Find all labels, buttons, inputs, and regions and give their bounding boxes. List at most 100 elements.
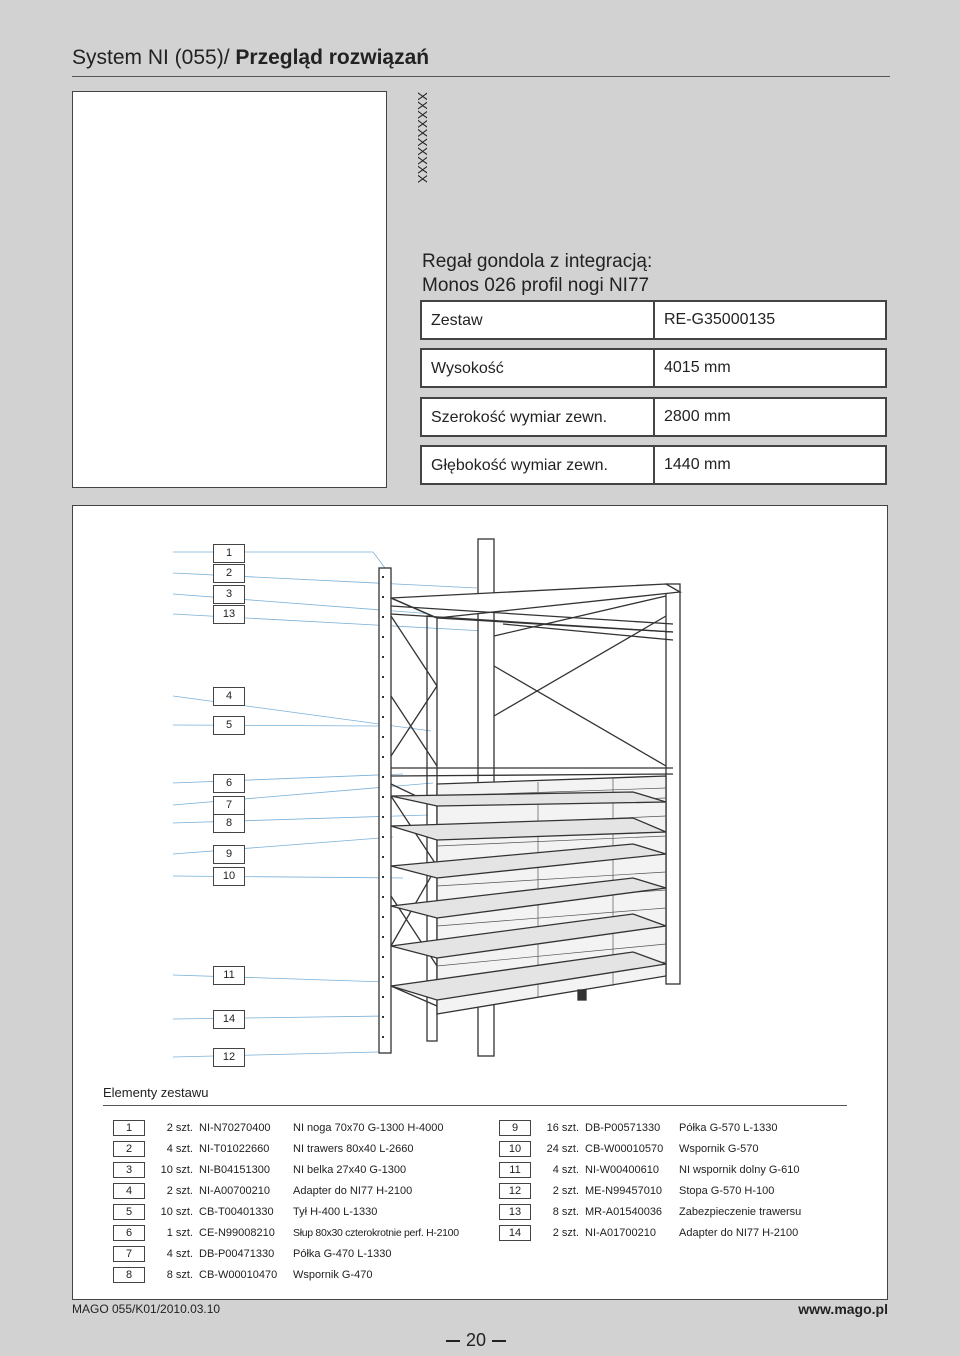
element-row: 7 4 szt. DB-P00471330 Półka G-470 L-1330 [113,1246,493,1262]
element-description: Półka G-570 L-1330 [679,1122,778,1134]
element-quantity: 10 szt. [160,1164,193,1176]
spec-value: 1440 mm [653,447,731,483]
element-quantity: 16 szt. [546,1122,579,1134]
element-code: NI-B04151300 [199,1164,270,1176]
element-description: NI noga 70x70 G-1300 H-4000 [293,1122,444,1134]
element-quantity: 10 szt. [160,1206,193,1218]
element-description: Zabezpieczenie trawersu [679,1206,802,1218]
page-number: 20 [440,1330,512,1351]
element-code: NI-T01022660 [199,1143,270,1155]
element-quantity: 4 szt. [166,1143,193,1155]
website-link[interactable]: www.mago.pl [798,1301,888,1317]
element-code: DB-P00571330 [585,1122,661,1134]
element-code: NI-A01700210 [585,1227,656,1239]
element-number: 5 [113,1204,145,1220]
element-row: 11 4 szt. NI-W00400610 NI wspornik dolny… [499,1162,859,1178]
element-number: 9 [499,1120,531,1136]
element-number: 8 [113,1267,145,1283]
elements-divider [103,1105,847,1106]
element-number: 2 [113,1141,145,1157]
element-row: 3 10 szt. NI-B04151300 NI belka 27x40 G-… [113,1162,493,1178]
element-quantity: 4 szt. [166,1248,193,1260]
callout-2: 2 [213,564,245,583]
callout-1: 1 [213,544,245,563]
element-description: Słup 80x30 czterokrotnie perf. H-2100 [293,1227,459,1239]
element-number: 6 [113,1225,145,1241]
element-row: 10 24 szt. CB-W00010570 Wspornik G-570 [499,1141,859,1157]
element-row: 13 8 szt. MR-A01540036 Zabezpieczenie tr… [499,1204,859,1220]
element-quantity: 24 szt. [546,1143,579,1155]
element-number: 4 [113,1183,145,1199]
callout-4: 4 [213,687,245,706]
spec-row-height: Wysokość 4015 mm [420,348,887,388]
element-quantity: 4 szt. [552,1164,579,1176]
element-description: Adapter do NI77 H-2100 [679,1227,799,1239]
callout-14: 14 [213,1010,245,1029]
element-code: NI-N70270400 [199,1122,271,1134]
callout-5: 5 [213,716,245,735]
callout-10: 10 [213,867,245,886]
spec-label: Głębokość wymiar zewn. [431,457,608,474]
element-description: NI trawers 80x40 L-2660 [293,1143,414,1155]
element-quantity: 2 szt. [166,1122,193,1134]
element-description: Wspornik G-570 [679,1143,759,1155]
element-quantity: 2 szt. [166,1185,193,1197]
element-quantity: 1 szt. [166,1227,193,1239]
page-title-system: System NI (055)/ [72,46,236,69]
spec-value: RE-G35000135 [653,302,775,338]
element-code: CB-T00401330 [199,1206,274,1218]
element-number: 13 [499,1204,531,1220]
element-code: NI-W00400610 [585,1164,659,1176]
element-row: 8 8 szt. CB-W00010470 Wspornik G-470 [113,1267,493,1283]
element-quantity: 8 szt. [166,1269,193,1281]
page-number-value: 20 [466,1330,487,1350]
element-description: Stopa G-570 H-100 [679,1185,775,1197]
spec-row-set: Zestaw RE-G35000135 [420,300,887,340]
element-row: 6 1 szt. CE-N99008210 Słup 80x30 czterok… [113,1225,493,1241]
page-title: System NI (055)/ Przegląd rozwiązań [72,46,429,70]
element-row: 5 10 szt. CB-T00401330 Tył H-400 L-1330 [113,1204,493,1220]
product-title: Regał gondola z integracją: Monos 026 pr… [422,250,652,298]
element-description: NI wspornik dolny G-610 [679,1164,800,1176]
spec-label: Zestaw [431,312,483,329]
element-number: 12 [499,1183,531,1199]
element-quantity: 2 szt. [552,1185,579,1197]
product-title-line-1: Regał gondola z integracją: [422,251,653,272]
callout-11: 11 [213,966,245,985]
spec-value: 4015 mm [653,350,731,386]
element-number: 7 [113,1246,145,1262]
spec-value: 2800 mm [653,399,731,435]
element-number: 3 [113,1162,145,1178]
element-row: 2 4 szt. NI-T01022660 NI trawers 80x40 L… [113,1141,493,1157]
element-code: CB-W00010470 [199,1269,278,1281]
spec-row-width: Szerokość wymiar zewn. 2800 mm [420,397,887,437]
element-code: NI-A00700210 [199,1185,270,1197]
callout-13: 13 [213,605,245,624]
element-row: 14 2 szt. NI-A01700210 Adapter do NI77 H… [499,1225,859,1241]
callout-8: 8 [213,814,245,833]
product-photo-placeholder [72,91,387,488]
page-title-section: Przegląd rozwiązań [235,46,430,69]
page-number-dash-left [446,1340,460,1343]
element-description: NI belka 27x40 G-1300 [293,1164,407,1176]
callout-12: 12 [213,1048,245,1067]
placeholder-code-text: XXXXXXXXXX [415,92,430,184]
element-number: 11 [499,1162,531,1178]
element-row: 4 2 szt. NI-A00700210 Adapter do NI77 H-… [113,1183,493,1199]
element-number: 1 [113,1120,145,1136]
element-description: Adapter do NI77 H-2100 [293,1185,413,1197]
document-code: MAGO 055/K01/2010.03.10 [72,1302,221,1316]
spec-row-depth: Głębokość wymiar zewn. 1440 mm [420,445,887,485]
callout-9: 9 [213,845,245,864]
element-description: Półka G-470 L-1330 [293,1248,392,1260]
element-description: Tył H-400 L-1330 [293,1206,378,1218]
element-code: CE-N99008210 [199,1227,275,1239]
header-divider [72,76,890,77]
element-code: DB-P00471330 [199,1248,275,1260]
assembly-diagram: 1 2 3 13 4 5 6 7 8 9 10 11 14 12 Element… [72,505,888,1300]
spec-label: Wysokość [431,360,504,377]
callout-3: 3 [213,585,245,604]
product-title-line-2: Monos 026 profil nogi NI77 [422,275,650,296]
shelving-drawing [172,538,683,1058]
element-number: 10 [499,1141,531,1157]
